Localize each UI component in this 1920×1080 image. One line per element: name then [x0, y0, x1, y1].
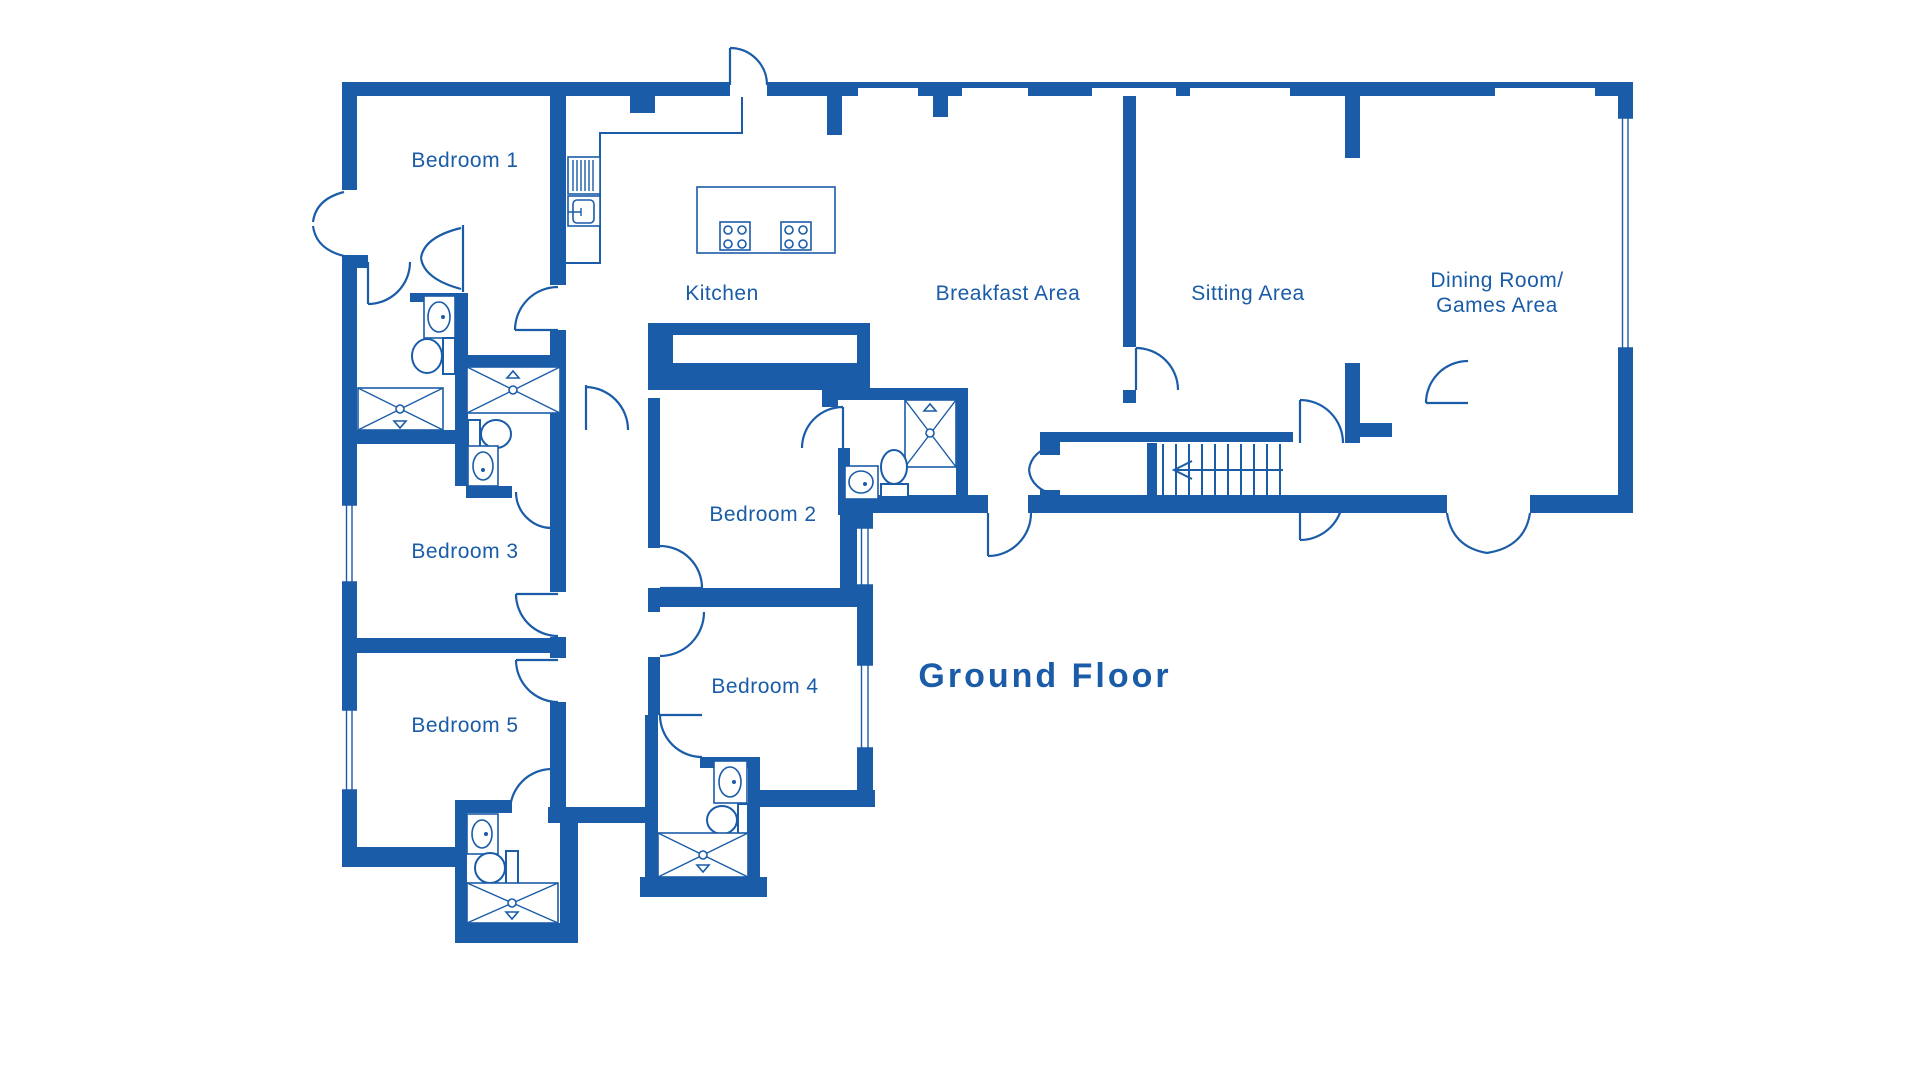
bedroom1-exterior-double-door — [311, 190, 345, 258]
bedroom4-ensuite-door — [658, 713, 703, 759]
bedroom3-door-hall — [514, 491, 553, 530]
room-label-dining-line2: Games Area — [1436, 294, 1558, 317]
sink-icon — [466, 813, 499, 855]
hob-icon — [780, 221, 812, 251]
room-label-breakfast: Breakfast Area — [936, 282, 1081, 305]
stairs-direction-arrow — [1171, 460, 1283, 480]
bedroom3-door-corridor — [514, 592, 559, 638]
window-bedroom2-right — [857, 527, 873, 586]
kitchen-worktop — [673, 335, 857, 363]
bedroom5-door — [514, 658, 559, 704]
room-label-bedroom2: Bedroom 2 — [709, 503, 816, 526]
toilet-icon — [706, 803, 749, 837]
sink-icon — [423, 295, 456, 339]
appliance-icon — [567, 156, 601, 195]
page-title: Ground Floor — [918, 657, 1171, 695]
windows — [342, 88, 1633, 791]
sink-icon — [844, 465, 879, 500]
bedroom2-door — [659, 544, 704, 590]
window-left-2 — [342, 709, 357, 791]
bedroom5-ensuite-door — [508, 767, 554, 812]
hob-icon — [719, 221, 751, 251]
shower-icon — [357, 387, 444, 431]
toilet-icon — [880, 449, 909, 498]
toilet-icon — [474, 850, 519, 886]
dining-room-door — [1424, 359, 1469, 405]
entry-door — [728, 46, 769, 86]
bedroom4-door — [659, 611, 706, 658]
shower-icon — [657, 832, 749, 878]
sink-icon — [713, 760, 748, 804]
hall-double-doors — [1027, 442, 1058, 498]
window-bedroom4-right — [857, 664, 873, 749]
doors — [311, 46, 1532, 812]
walls — [342, 82, 1633, 943]
toilet-icon — [411, 337, 456, 375]
stairs-icon — [1162, 444, 1283, 496]
room-labels: Bedroom 1 Kitchen Breakfast Area Sitting… — [411, 149, 1563, 737]
room-label-dining-line1: Dining Room/ — [1430, 269, 1563, 292]
room-label-bedroom4: Bedroom 4 — [711, 675, 818, 698]
shower-icon — [904, 399, 957, 468]
kitchen-island — [696, 186, 836, 254]
toilet-icon — [467, 419, 512, 449]
shower-icon — [466, 882, 559, 924]
window-left-1 — [342, 504, 357, 583]
back-door — [986, 512, 1033, 558]
bedroom1-double-swing-door — [419, 225, 465, 292]
room-label-kitchen: Kitchen — [685, 282, 759, 305]
room-label-bedroom1: Bedroom 1 — [411, 149, 518, 172]
room-label-bedroom3: Bedroom 3 — [411, 540, 518, 563]
dining-french-doors — [1445, 512, 1532, 555]
sitting-area-door — [1134, 346, 1180, 391]
room-label-bedroom5: Bedroom 5 — [411, 714, 518, 737]
hall-door-left — [513, 285, 559, 332]
window-right-dining — [1618, 117, 1633, 349]
bedroom2-shower-room-door — [800, 405, 845, 449]
kitchen-sink-icon — [567, 195, 601, 227]
stairs-hall-doors — [1298, 398, 1345, 542]
corridor-top-door — [584, 385, 630, 431]
shower-icon — [466, 366, 561, 414]
sink-icon — [467, 445, 499, 487]
kitchen-counter — [566, 97, 743, 264]
room-label-sitting: Sitting Area — [1191, 282, 1304, 305]
bedroom1-hall-door — [366, 261, 412, 306]
